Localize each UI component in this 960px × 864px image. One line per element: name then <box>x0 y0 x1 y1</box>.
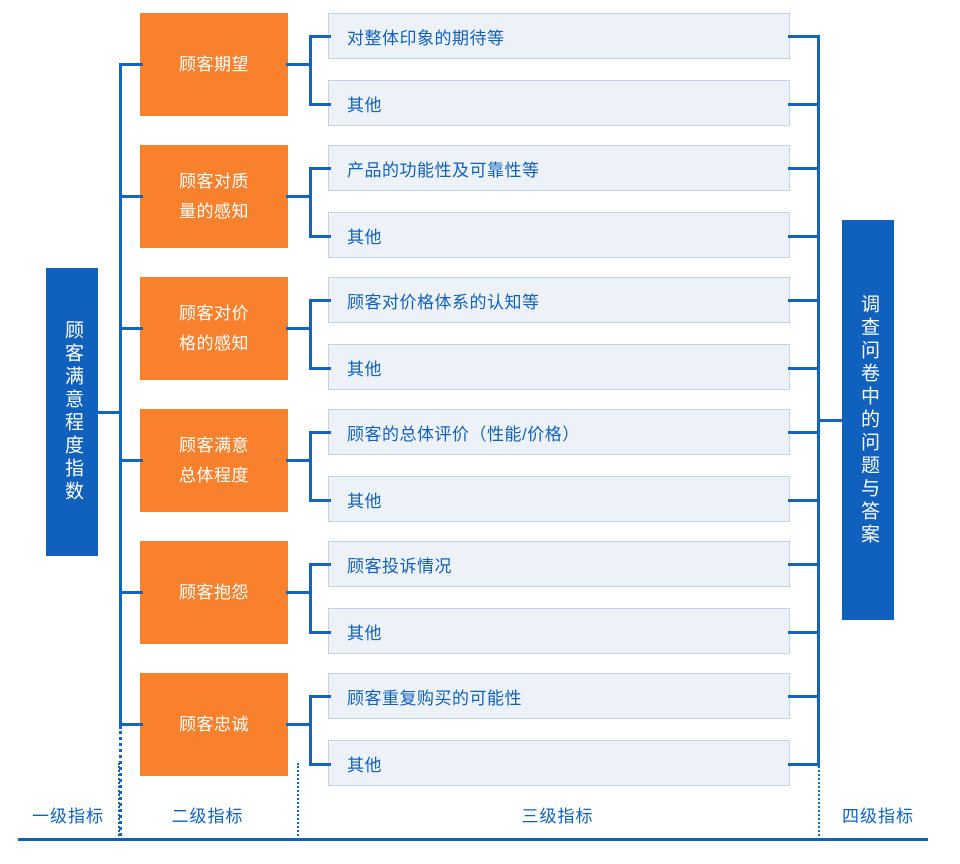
branch-to-level2-0 <box>119 63 143 66</box>
level2-out-stub-1 <box>286 195 312 198</box>
level2-out-stub-4 <box>286 591 312 594</box>
level3-box-2-1: 其他 <box>328 344 790 390</box>
level3-bracket-1 <box>309 168 312 238</box>
level1-trunk-line <box>119 64 122 726</box>
level3-bracket-2 <box>309 300 312 370</box>
level4-trunk-line <box>817 35 820 765</box>
level4-stub-0-1 <box>788 103 820 106</box>
level3-box-5-0: 顾客重复购买的可能性 <box>328 673 790 719</box>
level4-connector-stub <box>817 419 844 422</box>
level3-box-1-1: 其他 <box>328 212 790 258</box>
branch-to-level2-5 <box>119 723 143 726</box>
level2-out-stub-0 <box>286 63 312 66</box>
level3-box-2-0: 顾客对价格体系的认知等 <box>328 277 790 323</box>
level1-index-box: 顾客满意程度指数 <box>46 268 98 556</box>
level2-out-stub-5 <box>286 723 312 726</box>
bracket-arm-3-0 <box>309 431 331 434</box>
bracket-arm-3-1 <box>309 499 331 502</box>
bracket-arm-1-0 <box>309 167 331 170</box>
branch-to-level2-4 <box>119 591 143 594</box>
branch-to-level2-3 <box>119 459 143 462</box>
level2-out-stub-3 <box>286 459 312 462</box>
level1-trunk-dotted-extension <box>119 726 122 836</box>
level4-stub-0-0 <box>788 35 820 38</box>
level4-stub-3-0 <box>788 431 820 434</box>
level3-box-0-0: 对整体印象的期待等 <box>328 13 790 59</box>
bracket-arm-2-0 <box>309 299 331 302</box>
level4-questionnaire-box: 调查问卷中的问题与答案 <box>842 220 894 620</box>
footer-divider-2 <box>297 763 299 836</box>
level3-bracket-5 <box>309 696 312 766</box>
level4-stub-1-1 <box>788 235 820 238</box>
branch-to-level2-1 <box>119 195 143 198</box>
level2-box-1: 顾客对质量的感知 <box>140 145 288 248</box>
level1-connector-stub <box>98 411 122 414</box>
bracket-arm-0-1 <box>309 103 331 106</box>
footer-divider-1 <box>118 763 120 836</box>
level4-stub-5-1 <box>788 763 820 766</box>
footer-divider-3 <box>818 763 820 836</box>
level3-bracket-3 <box>309 432 312 502</box>
branch-to-level2-2 <box>119 327 143 330</box>
bracket-arm-0-0 <box>309 35 331 38</box>
level3-box-5-1: 其他 <box>328 740 790 786</box>
level3-bracket-0 <box>309 36 312 106</box>
level4-stub-1-0 <box>788 167 820 170</box>
level3-box-4-1: 其他 <box>328 608 790 654</box>
footer-rule <box>18 838 928 841</box>
bracket-arm-5-0 <box>309 695 331 698</box>
footer-label-2: 三级指标 <box>521 806 594 826</box>
level4-stub-5-0 <box>788 695 820 698</box>
level3-box-3-0: 顾客的总体评价（性能/价格） <box>328 409 790 455</box>
level4-stub-3-1 <box>788 499 820 502</box>
level2-box-0: 顾客期望 <box>140 13 288 116</box>
bracket-arm-1-1 <box>309 235 331 238</box>
footer-label-1: 二级指标 <box>171 806 244 826</box>
level4-stub-2-0 <box>788 299 820 302</box>
bracket-arm-4-1 <box>309 631 331 634</box>
bracket-arm-2-1 <box>309 367 331 370</box>
footer-label-0: 一级指标 <box>32 806 104 826</box>
bracket-arm-4-0 <box>309 563 331 566</box>
level2-box-2: 顾客对价格的感知 <box>140 277 288 380</box>
level4-stub-4-0 <box>788 563 820 566</box>
level3-box-4-0: 顾客投诉情况 <box>328 541 790 587</box>
footer-label-3: 四级指标 <box>842 806 914 826</box>
level3-box-1-0: 产品的功能性及可靠性等 <box>328 145 790 191</box>
level4-stub-4-1 <box>788 631 820 634</box>
bracket-arm-5-1 <box>309 763 331 766</box>
level4-stub-2-1 <box>788 367 820 370</box>
level3-bracket-4 <box>309 564 312 634</box>
level3-box-3-1: 其他 <box>328 476 790 522</box>
level2-box-3: 顾客满意总体程度 <box>140 409 288 512</box>
level3-box-0-1: 其他 <box>328 80 790 126</box>
level2-box-4: 顾客抱怨 <box>140 541 288 644</box>
level2-out-stub-2 <box>286 327 312 330</box>
level2-box-5: 顾客忠诚 <box>140 673 288 776</box>
